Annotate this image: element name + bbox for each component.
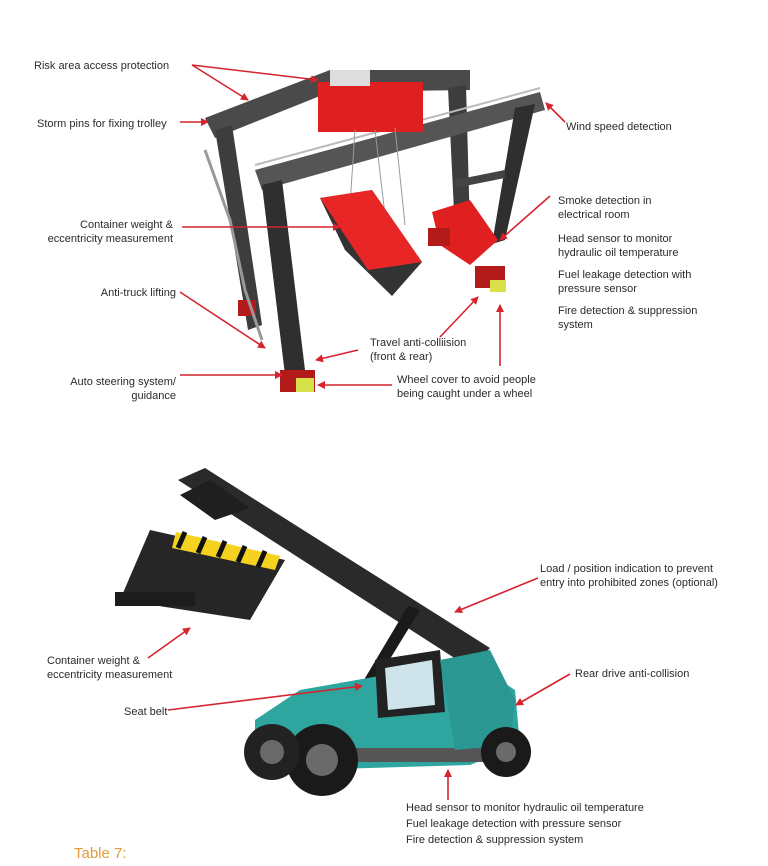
label-rs-fuel-leak: Fuel leakage detection with pressure sen… bbox=[406, 818, 622, 830]
reachstacker-callout-arrows bbox=[147, 577, 571, 800]
label-rs-container-weight-line1: Container weight & bbox=[47, 655, 140, 667]
label-wheel-cover-line1: Wheel cover to avoid people bbox=[397, 374, 536, 386]
label-wheel-cover-line2: being caught under a wheel bbox=[397, 388, 533, 400]
crane-callout-arrows bbox=[179, 64, 566, 389]
label-crane-fuel-leak-line2: pressure sensor bbox=[558, 283, 637, 295]
label-smoke-detection-line2: electrical room bbox=[558, 209, 630, 221]
reachstacker-drawing bbox=[115, 468, 531, 796]
label-rs-container-weight-line2: eccentricity measurement bbox=[47, 669, 173, 681]
label-smoke-detection-line1: Smoke detection in bbox=[558, 195, 652, 207]
label-seat-belt: Seat belt bbox=[124, 706, 168, 718]
label-rs-fire-detection: Fire detection & suppression system bbox=[406, 834, 584, 846]
label-travel-anti-collision-line1: Travel anti-colliision bbox=[370, 337, 467, 349]
label-crane-head-sensor-line2: hydraulic oil temperature bbox=[558, 247, 679, 259]
table-caption: Table 7: bbox=[74, 845, 127, 862]
label-risk-area-access-protection: Risk area access protection bbox=[34, 60, 170, 72]
label-auto-steering-line2: guidance bbox=[131, 390, 176, 402]
label-crane-container-weight-line2: eccentricity measurement bbox=[47, 233, 173, 245]
label-storm-pins: Storm pins for fixing trolley bbox=[37, 118, 167, 130]
label-rear-drive-anti-collision: Rear drive anti-collision bbox=[575, 668, 690, 680]
label-auto-steering-line1: Auto steering system/ bbox=[70, 376, 176, 388]
label-crane-fire-detection-line1: Fire detection & suppression bbox=[558, 305, 698, 317]
label-crane-fire-detection-line2: system bbox=[558, 319, 593, 331]
label-rs-head-sensor: Head sensor to monitor hydraulic oil tem… bbox=[406, 802, 644, 814]
label-crane-container-weight-line1: Container weight & bbox=[80, 219, 173, 231]
label-crane-fuel-leak-line1: Fuel leakage detection with bbox=[558, 269, 692, 281]
rtg-crane-drawing bbox=[203, 70, 545, 392]
label-load-position-line1: Load / position indication to prevent bbox=[540, 563, 714, 575]
label-crane-head-sensor-line1: Head sensor to monitor bbox=[558, 233, 673, 245]
label-wind-speed-detection: Wind speed detection bbox=[566, 121, 672, 133]
label-load-position-line2: entry into prohibited zones (optional) bbox=[540, 577, 718, 589]
label-travel-anti-collision-line2: (front & rear) bbox=[370, 351, 433, 363]
label-anti-truck-lifting: Anti-truck lifting bbox=[100, 287, 176, 299]
